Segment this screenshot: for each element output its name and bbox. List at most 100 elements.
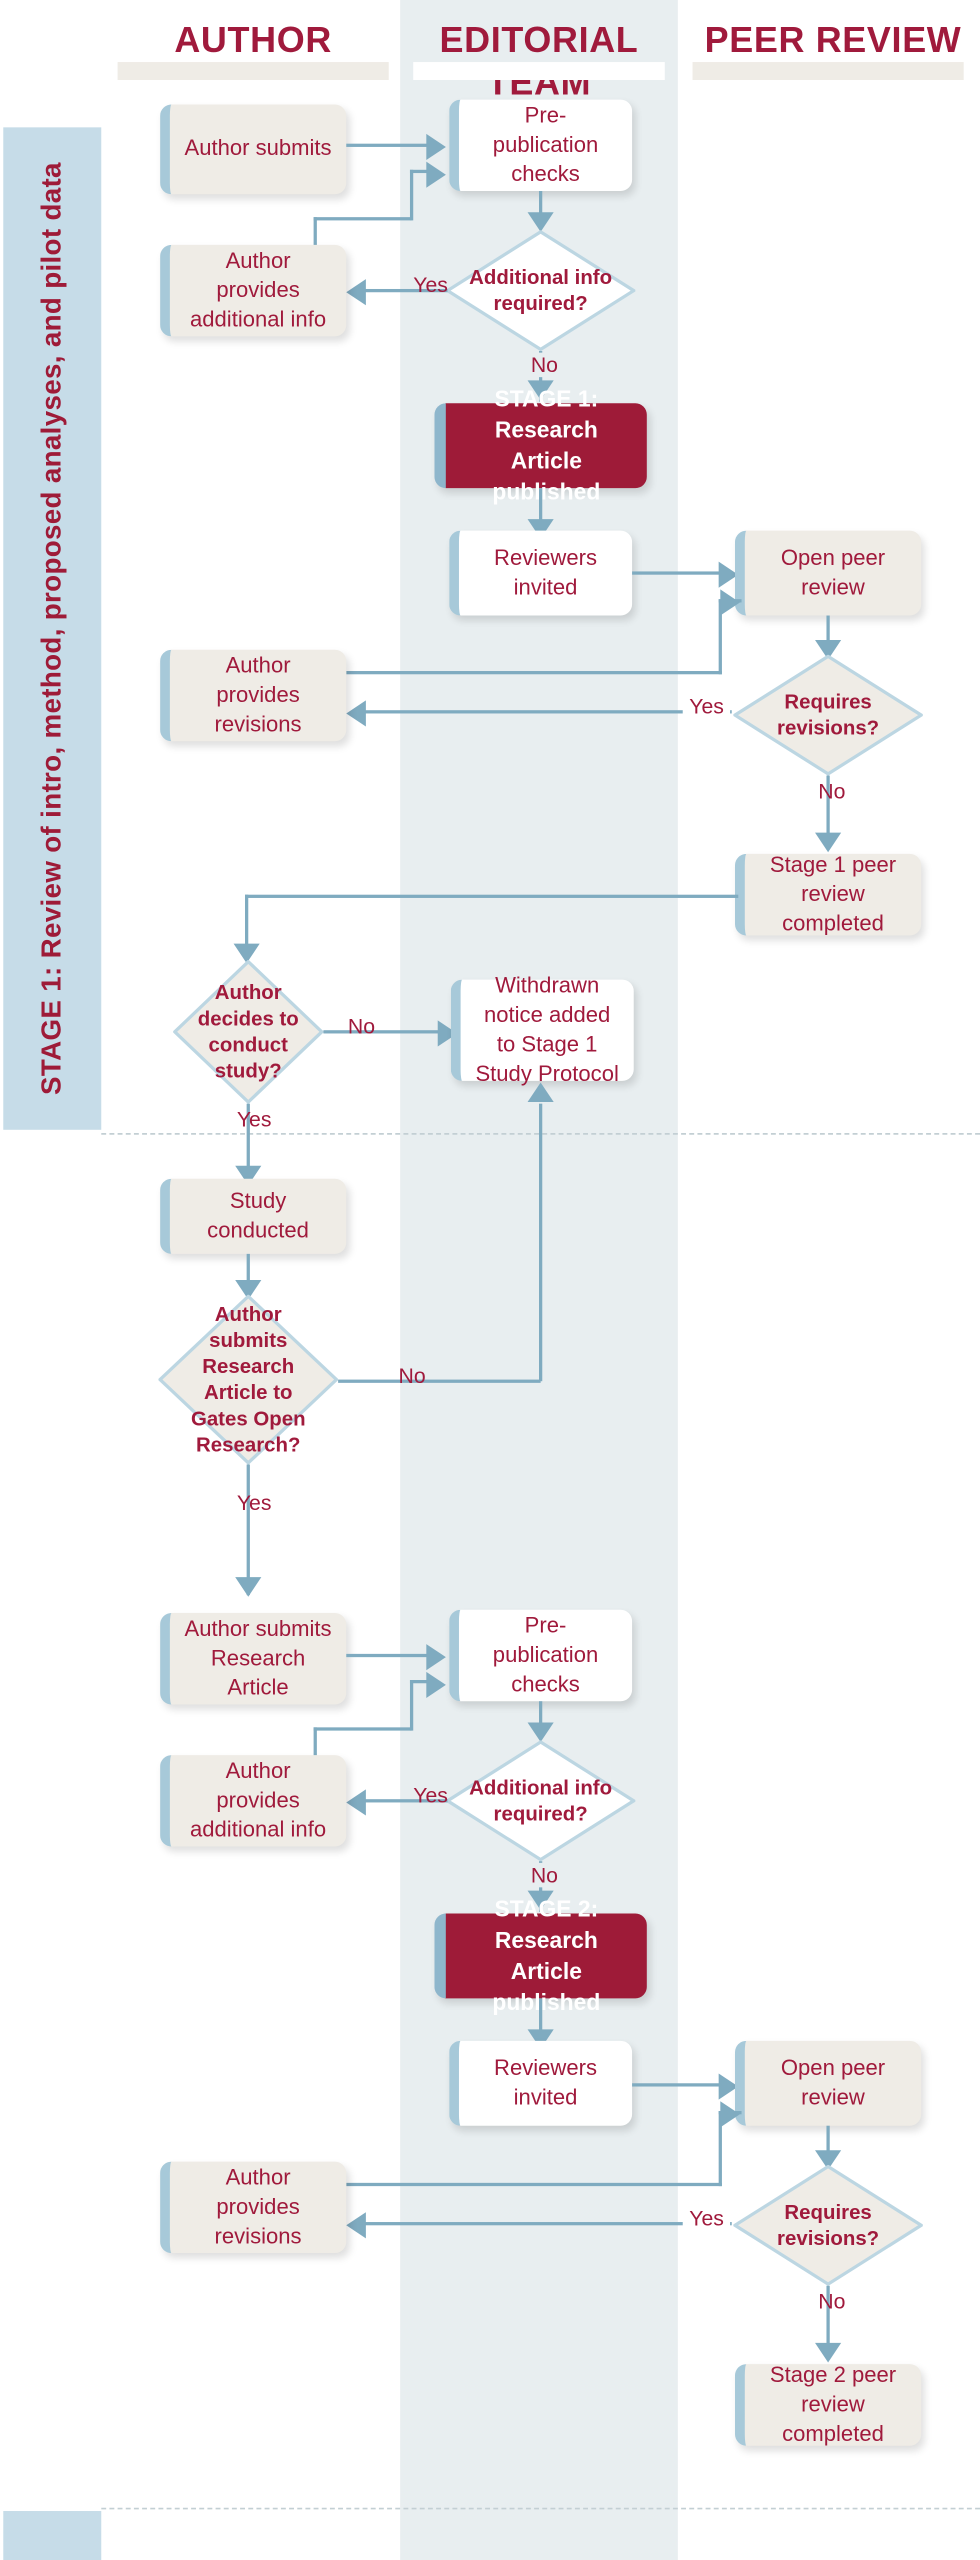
stage-2-sidebar: STAGE 2: Review of intro, method, data, … <box>3 2511 102 2560</box>
edge-no-to-completed-2 <box>826 2285 830 2360</box>
edge-submits-to-prepub-1 <box>346 143 428 147</box>
edge-openreview-to-diamond-2 <box>826 2125 830 2160</box>
edge-arrow-study-to-gates-diamond <box>235 1280 262 1300</box>
edge-arrow-revisions-to-openreview-2 <box>720 2101 740 2128</box>
edge-arrow-no-to-completed-1 <box>815 832 842 853</box>
edge-label-no-gates: No <box>398 1363 426 1388</box>
edge-addinfo-up-2 <box>313 1727 317 1777</box>
node-open-peer-review-stage2[interactable]: Open peer review <box>735 2040 922 2126</box>
node-author-provides-revisions-stage2[interactable]: Author provides revisions <box>160 2161 347 2254</box>
edge-yes-to-revisions-1 <box>362 710 732 714</box>
edge-revisions-to-openreview-h-1 <box>346 671 722 675</box>
edge-label-no-stage2-info: No <box>524 1862 565 1888</box>
node-author-submits-stage1[interactable]: Author submits <box>160 104 347 195</box>
stage-1-label: STAGE 1: Review of intro, method, propos… <box>35 162 67 1095</box>
node-author-provides-additional-info-stage1[interactable]: Author provides additional info <box>160 244 347 337</box>
node-open-peer-review-stage1[interactable]: Open peer review <box>735 530 922 616</box>
decision-author-decides-conduct-study[interactable]: Author decides to conduct study? <box>173 960 324 1104</box>
edge-arrow-openreview-to-diamond-1 <box>815 640 842 660</box>
decision-submits-to-gates-open-research[interactable]: Author submits Research Article to Gates… <box>158 1294 339 1465</box>
edge-label-no-stage1-info: No <box>524 352 565 378</box>
edge-arrow-addinfo-to-prepub-2 <box>426 1671 446 1698</box>
edge-addinfo-right-2 <box>313 1727 412 1731</box>
edge-published-to-reviewers-1 <box>539 488 543 531</box>
edge-arrow-no-to-completed-2 <box>815 2342 842 2363</box>
edge-arrow-gates-no-to-withdrawn <box>527 1082 554 1103</box>
diamond-shape-icon <box>445 230 636 352</box>
edge-arrow-completed-to-decides <box>233 943 260 964</box>
lane-title-author-top: AUTHOR <box>174 19 332 61</box>
edge-prepub-to-diamond-2 <box>539 1701 543 1734</box>
edge-yes-to-revisions-2 <box>362 2222 732 2226</box>
lane-underline-author-top <box>117 62 389 80</box>
decision-additional-info-required-stage1[interactable]: Additional info required? <box>445 230 636 352</box>
edge-arrow-yes-to-addinfo-1 <box>346 279 366 306</box>
node-reviewers-invited-stage1[interactable]: Reviewers invited <box>449 530 633 616</box>
edge-arrow-yes-to-revisions-1 <box>346 700 366 727</box>
node-reviewers-invited-stage2[interactable]: Reviewers invited <box>449 2040 633 2126</box>
edge-addinfo-up2-1 <box>409 169 414 221</box>
decision-requires-revisions-stage1[interactable]: Requires revisions? <box>733 654 923 776</box>
edge-revisions-to-openreview-v-1 <box>718 599 722 675</box>
edge-submits-to-prepub-2 <box>346 1653 428 1658</box>
node-stage2-peer-review-completed[interactable]: Stage 2 peer review completed <box>735 2362 922 2446</box>
diamond-shape-icon <box>733 2164 923 2286</box>
edge-label-yes-stage1-info: Yes <box>413 272 448 298</box>
diamond-shape-icon <box>158 1294 339 1465</box>
edge-reviewers-to-openreview-2 <box>632 2083 722 2087</box>
node-stage1-peer-review-completed[interactable]: Stage 1 peer review completed <box>735 852 922 936</box>
edge-label-yes-stage2-revisions: Yes <box>682 2205 731 2231</box>
edge-addinfo-up2-2 <box>409 1680 414 1731</box>
edge-arrow-prepub-to-diamond-2 <box>527 1722 554 1743</box>
edge-label-no-decides: No <box>347 1013 376 1039</box>
decision-additional-info-required-stage2[interactable]: Additional info required? <box>445 1740 636 1862</box>
node-withdrawn-notice[interactable]: Withdrawn notice added to Stage 1 Study … <box>450 972 634 1086</box>
edge-label-no-stage2-revisions: No <box>818 2288 846 2314</box>
edge-arrow-yes-to-addinfo-2 <box>346 1789 366 1816</box>
edge-arrow-gates-yes-to-stage2 <box>235 1577 262 1597</box>
node-author-provides-revisions-stage1[interactable]: Author provides revisions <box>160 649 347 742</box>
lane-title-peer-top: PEER REVIEW <box>704 19 962 61</box>
node-stage1-article-published[interactable]: STAGE 1: Research Article published <box>434 386 647 504</box>
decision-requires-revisions-stage2[interactable]: Requires revisions? <box>733 2164 923 2286</box>
edge-arrow-prepub-to-diamond-1 <box>527 212 554 232</box>
edge-revisions-to-openreview-h-2 <box>346 2182 722 2187</box>
edge-decides-no-to-withdrawn <box>323 1030 445 1034</box>
diamond-shape-icon <box>445 1740 636 1862</box>
edge-prepub-to-diamond-1 <box>539 191 543 224</box>
edge-addinfo-into-prepub-2 <box>409 1680 430 1684</box>
edge-arrow-submits-to-prepub-1 <box>426 133 446 160</box>
node-prepublication-checks-stage2[interactable]: Pre-publication checks <box>449 1609 633 1702</box>
edge-arrow-addinfo-to-prepub-1 <box>426 161 446 188</box>
edge-reviewers-to-openreview-1 <box>632 571 722 575</box>
node-study-conducted[interactable]: Study conducted <box>160 1178 347 1254</box>
node-author-provides-additional-info-stage2[interactable]: Author provides additional info <box>160 1755 347 1847</box>
edge-label-yes-stage1-revisions: Yes <box>682 693 731 719</box>
edge-openreview-to-diamond-1 <box>826 615 830 650</box>
edge-arrow-no-to-published-2 <box>527 1890 554 1911</box>
edge-gates-no-v <box>539 1103 543 1382</box>
node-stage2-article-published[interactable]: STAGE 2: Research Article published <box>434 1896 647 2015</box>
edge-label-yes-stage2-info: Yes <box>413 1782 448 1808</box>
diamond-shape-icon <box>173 960 324 1104</box>
edge-arrow-submits-to-prepub-2 <box>426 1644 446 1671</box>
edge-no-to-completed-1 <box>826 775 830 849</box>
node-prepublication-checks-stage1[interactable]: Pre-publication checks <box>449 99 633 192</box>
edge-gates-no-h <box>338 1379 541 1383</box>
edge-arrow-no-to-published-1 <box>527 380 554 400</box>
edge-arrow-reviewers-to-openreview-2 <box>718 2073 739 2100</box>
stage-separator-bottom <box>101 2507 980 2510</box>
edge-study-to-gates-diamond <box>246 1253 250 1294</box>
lane-underline-editorial-top <box>413 62 665 80</box>
edge-addinfo-up-1 <box>313 217 317 267</box>
node-author-submits-research-article-stage2[interactable]: Author submits Research Article <box>160 1613 347 1705</box>
edge-addinfo-right-1 <box>313 217 412 221</box>
edge-addinfo-into-prepub-1 <box>409 169 430 174</box>
edge-arrow-reviewers-to-openreview-1 <box>718 561 739 588</box>
edge-revisions-to-openreview-v-2 <box>718 2111 722 2187</box>
edge-arrow-openreview-to-diamond-2 <box>815 2150 842 2170</box>
edge-yes-to-addinfo-2 <box>362 1799 448 1803</box>
lane-underline-peer-top <box>692 62 964 80</box>
edge-completed-to-decides-v-1 <box>245 894 249 954</box>
